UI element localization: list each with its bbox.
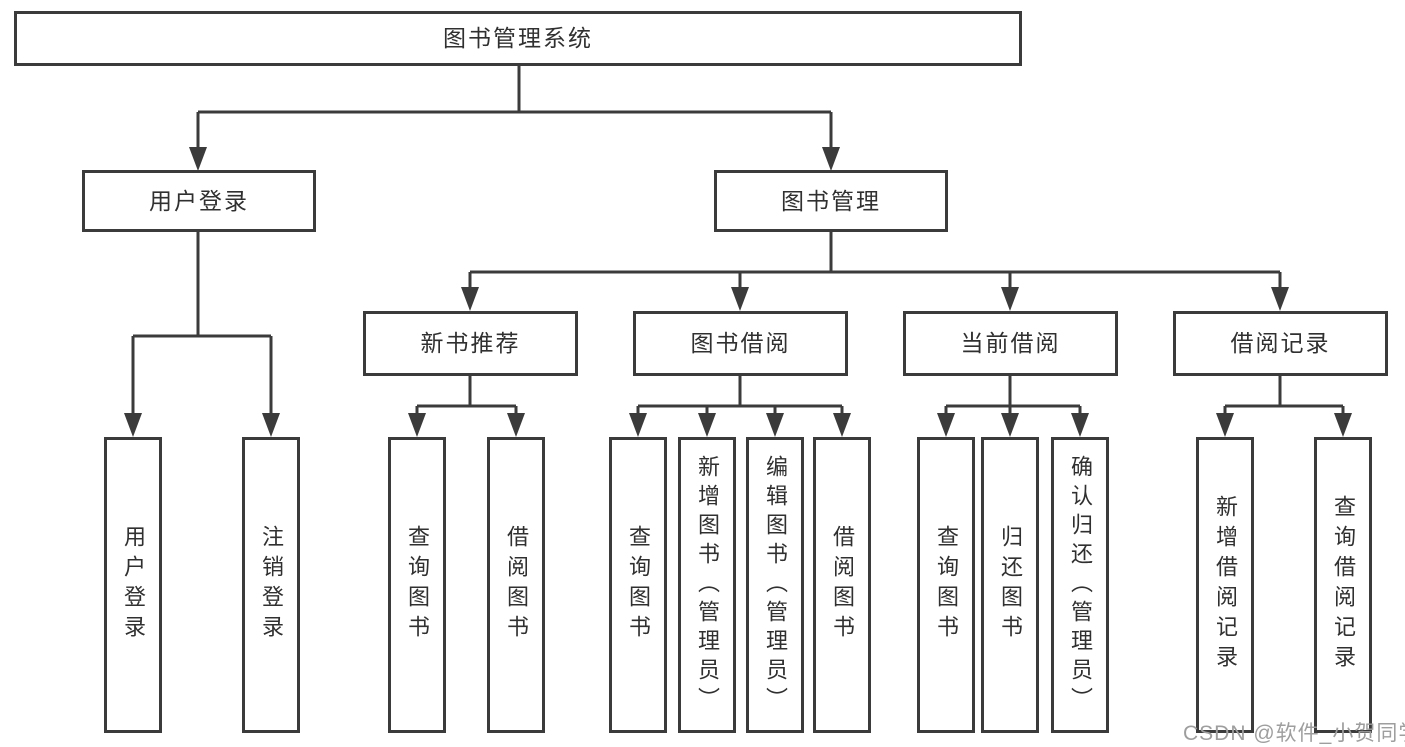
leaf-label: 借阅图书 [504,525,529,645]
leaf-logout: 注销登录 [242,437,300,733]
leaf-label: 查询图书 [934,525,959,645]
leaf-label: 新增图书（管理员） [695,454,720,716]
node-label: 图书管理系统 [443,25,593,51]
leaf-label: 查询图书 [626,525,651,645]
csdn-watermark: CSDN @软件_小贺同学 [1183,722,1405,745]
leaf-borrow-books-borrowing: 借阅图书 [813,437,871,733]
leaf-label: 新增借阅记录 [1213,495,1238,675]
node-book-management: 图书管理 [714,170,948,232]
leaf-borrow-books-recommend: 借阅图书 [487,437,545,733]
leaf-label: 用户登录 [121,525,146,645]
leaf-label: 编辑图书（管理员） [763,454,788,716]
node-label: 图书管理 [781,187,881,214]
leaf-label: 注销登录 [259,525,284,645]
leaf-confirm-return-admin: 确认归还（管理员） [1051,437,1109,733]
node-user-login: 用户登录 [82,170,316,232]
leaf-label: 查询图书 [405,525,430,645]
leaf-user-login: 用户登录 [104,437,162,733]
leaf-add-book-admin: 新增图书（管理员） [678,437,736,733]
leaf-query-books-recommend: 查询图书 [388,437,446,733]
node-new-book-recommend: 新书推荐 [363,311,578,376]
node-label: 图书借阅 [690,330,791,356]
node-current-borrowing: 当前借阅 [903,311,1118,376]
node-book-borrowing: 图书借阅 [633,311,848,376]
leaf-query-books-borrowing: 查询图书 [609,437,667,733]
leaf-label: 确认归还（管理员） [1068,454,1093,716]
leaf-query-books-current: 查询图书 [917,437,975,733]
leaf-label: 借阅图书 [830,525,855,645]
connector-elbows [131,66,1345,414]
node-borrow-records: 借阅记录 [1173,311,1388,376]
leaf-query-borrow-record: 查询借阅记录 [1314,437,1372,733]
leaf-return-book: 归还图书 [981,437,1039,733]
node-library-management-system: 图书管理系统 [14,11,1022,66]
leaf-label: 归还图书 [998,525,1023,645]
arrowhead-icons [124,147,1352,437]
node-label: 借阅记录 [1230,330,1331,356]
leaf-edit-book-admin: 编辑图书（管理员） [746,437,804,733]
leaf-label: 查询借阅记录 [1331,495,1356,675]
node-label: 用户登录 [149,187,249,214]
leaf-add-borrow-record: 新增借阅记录 [1196,437,1254,733]
node-label: 新书推荐 [420,330,521,356]
node-label: 当前借阅 [960,330,1061,356]
